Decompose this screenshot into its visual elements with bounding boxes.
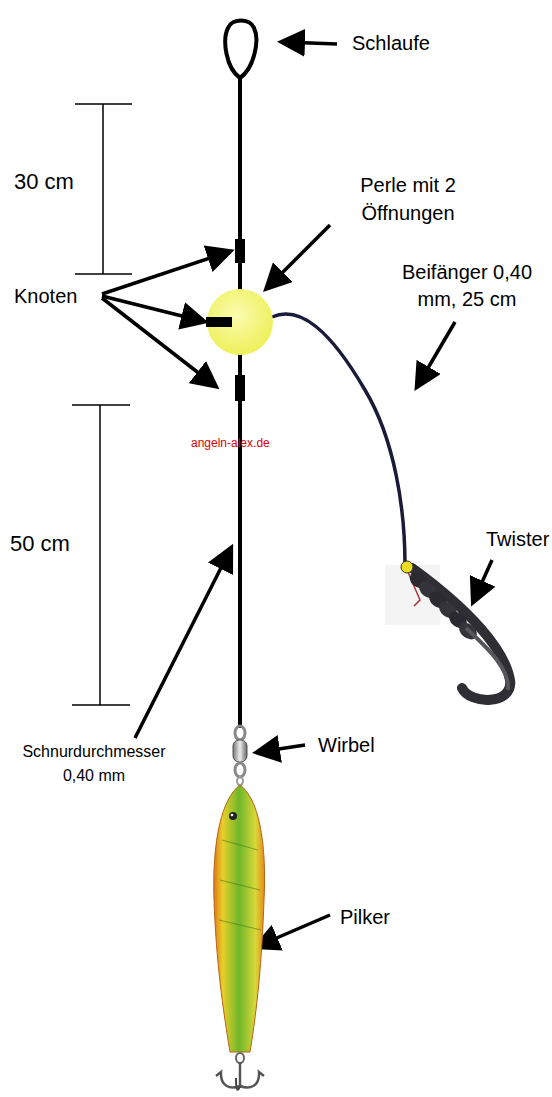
twister-lure (385, 561, 510, 700)
pilker-lure (214, 785, 265, 1090)
watermark: angeln-alex.de (191, 436, 270, 452)
part-label: Twister (486, 526, 549, 552)
part-label: Schlaufe (352, 30, 430, 56)
knot (235, 375, 245, 401)
line-loop (225, 21, 256, 79)
bead (207, 289, 273, 355)
part-label: Perle mit 2 Öffnungen (338, 171, 478, 227)
part-label: Wirbel (318, 732, 375, 758)
dimension-label: 50 cm (10, 530, 70, 559)
part-label: Knoten (14, 283, 77, 309)
dimension-label: 30 cm (14, 168, 74, 197)
swivel (233, 726, 247, 785)
knot (206, 317, 232, 327)
dimension-bracket (72, 405, 130, 705)
part-label: Pilker (340, 904, 390, 930)
dimension-bracket (75, 104, 132, 274)
part-label: Beifänger 0,40 mm, 25 cm (383, 259, 551, 313)
dropper-line (272, 314, 405, 565)
main-line (238, 78, 242, 728)
leader-arrow (102, 42, 492, 946)
knot (235, 239, 245, 263)
part-label: Schnurdurchmesser 0,40 mm (10, 740, 178, 788)
